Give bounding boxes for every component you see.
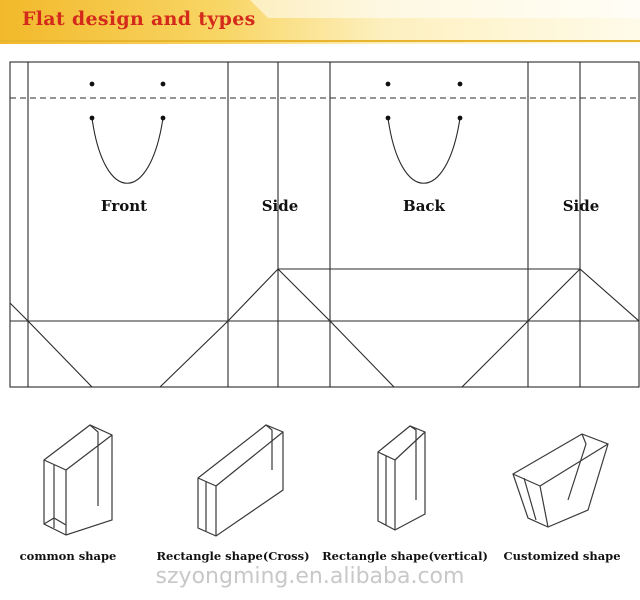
flat-outline xyxy=(9,61,640,388)
panel-label-side-right: Side xyxy=(562,197,600,215)
rectangle-cross-shape-icon xyxy=(197,424,284,537)
common-shape-icon xyxy=(43,424,113,536)
watermark: szyongming.en.alibaba.com xyxy=(155,564,465,589)
banner-title: Flat design and types xyxy=(22,8,256,30)
front-handle xyxy=(91,117,164,184)
panel-label-front: Front xyxy=(100,197,148,215)
caption-customized-shape: Customized shape xyxy=(503,549,621,563)
caption-common-shape: common shape xyxy=(19,549,117,563)
rectangle-vertical-shape-icon xyxy=(377,425,426,531)
customized-shape-icon xyxy=(512,433,609,528)
panel-label-back: Back xyxy=(403,197,445,215)
caption-rectangle-vertical: Rectangle shape(vertical) xyxy=(322,549,488,563)
panel-label-side-left: Side xyxy=(261,197,299,215)
back-handle xyxy=(387,117,461,184)
banner-background xyxy=(0,0,640,44)
header-banner: Flat design and types xyxy=(0,0,640,44)
handle-holes xyxy=(89,81,463,121)
caption-rectangle-cross: Rectangle shape(Cross) xyxy=(156,549,310,563)
